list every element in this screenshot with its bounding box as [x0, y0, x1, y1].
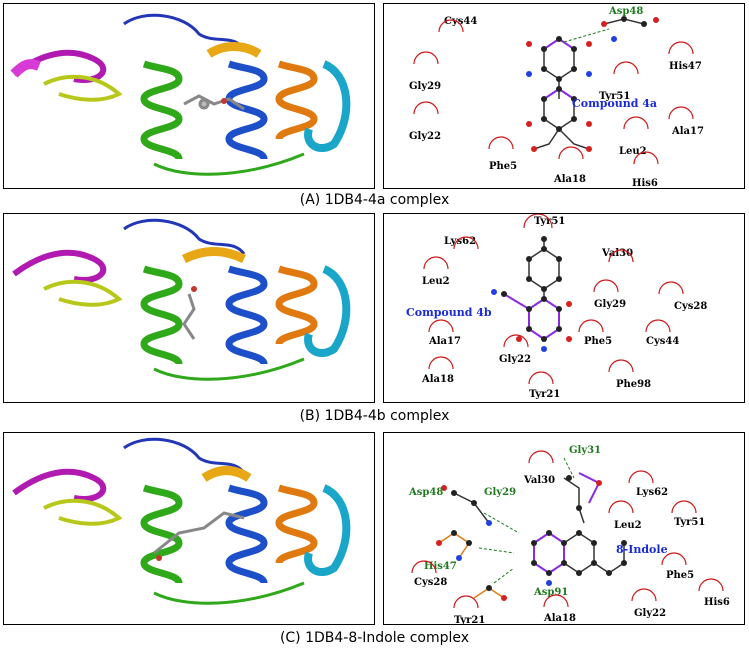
- residue-label: Phe5: [666, 570, 694, 581]
- panel-a-3d-structure: [3, 3, 375, 189]
- residue-label: Gly31: [569, 445, 601, 456]
- residue-label: Tyr51: [599, 91, 630, 102]
- residue-label: Gly22: [634, 608, 666, 619]
- compound-label: 8-Indole: [616, 543, 668, 556]
- residue-label: His6: [704, 597, 730, 608]
- residue-label: Gly22: [499, 354, 531, 365]
- residue-label: Cys44: [646, 336, 679, 347]
- residue-label: Tyr21: [454, 615, 485, 625]
- residue-label: Phe98: [616, 379, 651, 390]
- residue-label: Gly29: [594, 299, 626, 310]
- ligplot-c: Gly31 Asp48 Gly29 His47 Asp91 Val30 Lys6…: [408, 445, 730, 625]
- residue-label: Lys62: [636, 487, 668, 498]
- residue-label: Leu2: [422, 276, 450, 287]
- residue-label: Asp91: [533, 587, 568, 598]
- panel-b-3d-structure: [3, 213, 375, 403]
- compound-label: Compound 4a: [572, 97, 657, 110]
- residue-label: Val30: [523, 475, 555, 486]
- panel-c-3d-structure: [3, 432, 375, 625]
- protein-ribbon-a: [10, 13, 351, 176]
- compound-label: Compound 4b: [406, 306, 492, 319]
- residue-label: Tyr51: [674, 517, 705, 528]
- residue-label: Leu2: [619, 146, 647, 157]
- residue-label: Ala17: [428, 336, 461, 347]
- residue-label: Gly22: [409, 131, 441, 142]
- protein-ribbon-c: [12, 437, 351, 605]
- residue-label: Tyr51: [534, 216, 565, 227]
- residue-label: Asp48: [608, 6, 643, 17]
- caption-c: (C) 1DB4-8-Indole complex: [279, 630, 470, 646]
- caption-a: (A) 1DB4-4a complex: [299, 192, 450, 208]
- residue-label: His47: [424, 561, 457, 572]
- ligplot-a: Asp48 Cys44 Gly29 Tyr51 His47 Gly22 Ala1…: [409, 6, 704, 189]
- residue-label: Ala17: [671, 126, 704, 137]
- residue-label: Val30: [601, 248, 633, 259]
- residue-label: Phe5: [584, 336, 612, 347]
- residue-label: Leu2: [614, 520, 642, 531]
- residue-label: Phe5: [489, 161, 517, 172]
- residue-label: Cys28: [414, 577, 447, 588]
- caption-b: (B) 1DB4-4b complex: [299, 408, 450, 424]
- residue-label: Cys44: [444, 16, 477, 27]
- residue-label: His47: [669, 61, 702, 72]
- ligplot-b: Tyr51 Lys62 Val30 Leu2 Gly29 Cys28 Ala17…: [406, 214, 707, 400]
- panel-b-2d-interaction-map: Tyr51 Lys62 Val30 Leu2 Gly29 Cys28 Ala17…: [383, 213, 745, 403]
- residue-label: Cys28: [674, 301, 707, 312]
- residue-label: Tyr21: [529, 389, 560, 400]
- residue-label: Ala18: [553, 174, 586, 185]
- residue-label: Asp48: [408, 487, 443, 498]
- residue-label: Gly29: [484, 487, 516, 498]
- residue-label: His6: [632, 178, 658, 189]
- protein-ribbon-b: [12, 218, 351, 381]
- panel-c-2d-interaction-map: Gly31 Asp48 Gly29 His47 Asp91 Val30 Lys6…: [383, 432, 745, 625]
- residue-label: Gly29: [409, 81, 441, 92]
- residue-label: Ala18: [543, 613, 576, 624]
- panel-a-2d-interaction-map: Asp48 Cys44 Gly29 Tyr51 His47 Gly22 Ala1…: [383, 3, 745, 189]
- residue-label: Ala18: [421, 374, 454, 385]
- residue-label: Lys62: [444, 236, 476, 247]
